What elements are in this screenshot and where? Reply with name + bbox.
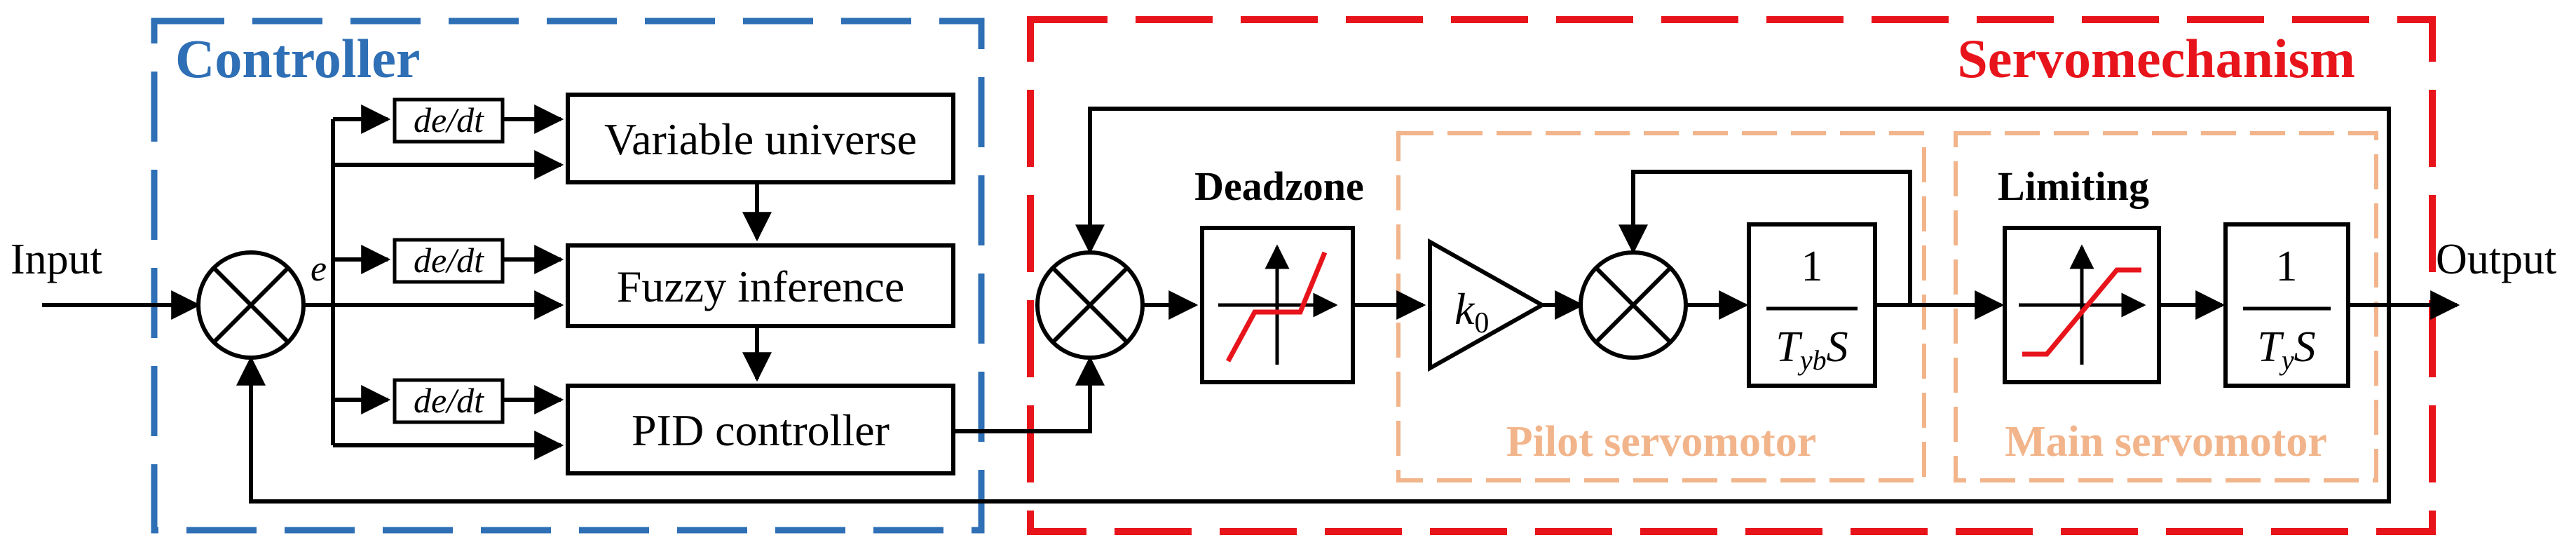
- signal-lines: [42, 104, 2460, 504]
- main-tf-den-var: S: [2294, 323, 2316, 371]
- derivative-label-3: de/dt: [414, 381, 484, 420]
- derivative-label-2: de/dt: [414, 241, 484, 280]
- input-label: Input: [11, 236, 102, 283]
- derivative-block-2: de/dt: [393, 238, 505, 284]
- pid-controller-label: PID controller: [632, 405, 890, 455]
- fuzzy-inference-label: Fuzzy inference: [617, 262, 904, 311]
- fuzzy-inference-block: Fuzzy inference: [566, 243, 955, 328]
- pid-controller-block: PID controller: [566, 384, 955, 475]
- controller-frame: [151, 18, 985, 534]
- pilot-servomotor-title: Pilot servomotor: [1506, 418, 1816, 466]
- gain-base: k: [1454, 284, 1476, 334]
- derivative-block-1: de/dt: [393, 97, 505, 144]
- pilot-transfer-function-block: 1 TybS: [1747, 222, 1877, 388]
- error-label: e: [311, 249, 327, 289]
- summing-junction-1: [196, 250, 306, 360]
- main-servomotor-title: Main servomotor: [2005, 418, 2327, 466]
- main-tf-den-sub: y: [2279, 344, 2294, 376]
- limiting-curve: [2022, 267, 2141, 357]
- controller-title: Controller: [175, 28, 420, 89]
- deadzone-block: [1200, 226, 1355, 384]
- summing-junction-3: [1579, 250, 1688, 360]
- main-transfer-function-block: 1 TyS: [2223, 222, 2350, 388]
- servomechanism-frame: [1027, 16, 2436, 535]
- servomechanism-title: Servomechanism: [1957, 28, 2355, 89]
- main-tf-den-base: T: [2257, 323, 2284, 371]
- pilot-tf-numerator: 1: [1801, 243, 1823, 290]
- variable-universe-block: Variable universe: [566, 93, 955, 184]
- derivative-block-3: de/dt: [393, 378, 505, 424]
- pilot-tf-den-sub: yb: [1797, 344, 1827, 376]
- limiting-block: [2003, 226, 2161, 384]
- variable-universe-label: Variable universe: [604, 114, 917, 164]
- pilot-tf-den-base: T: [1776, 323, 1803, 371]
- main-tf-numerator: 1: [2276, 243, 2298, 290]
- gain-block: k0: [1428, 238, 1547, 372]
- gain-subscript: 0: [1474, 307, 1489, 339]
- deadzone-curve: [1225, 251, 1328, 363]
- gain-label: k0: [1454, 284, 1489, 339]
- limiting-title: Limiting: [1998, 163, 2149, 209]
- pilot-tf-den-var: S: [1827, 323, 1848, 371]
- derivative-label-1: de/dt: [414, 100, 484, 140]
- summing-junction-2: [1035, 250, 1145, 360]
- main-tf-denominator: TyS: [2257, 323, 2315, 376]
- deadzone-title: Deadzone: [1194, 163, 1364, 209]
- pilot-tf-denominator: TybS: [1776, 323, 1848, 376]
- output-label: Output: [2436, 236, 2556, 283]
